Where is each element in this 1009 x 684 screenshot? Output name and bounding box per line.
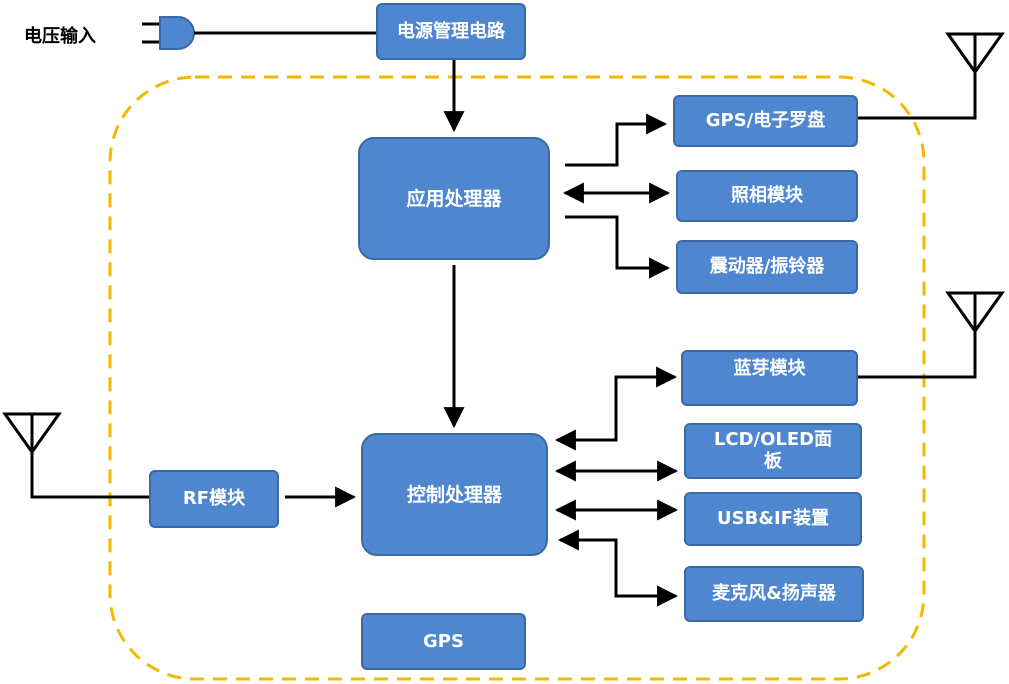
bluetooth-box: 蓝芽模块: [681, 350, 858, 406]
gps-compass-box: GPS/电子罗盘: [673, 95, 858, 147]
app-processor-box: 应用处理器: [358, 137, 550, 260]
antenna-icon: [858, 32, 1005, 120]
gps-box: GPS: [361, 613, 526, 670]
voltage-input-label: 电压输入: [24, 26, 96, 47]
camera-box: 照相模块: [676, 170, 858, 222]
plug-icon: [142, 16, 195, 50]
rf-module-box: RF模块: [149, 470, 279, 528]
usb-if-box: USB&IF装置: [684, 492, 862, 546]
control-processor-box: 控制处理器: [361, 433, 548, 556]
power-management-box: 电源管理电路: [376, 3, 526, 60]
arrow-app-to-vibrator: [565, 215, 671, 279]
antenna-icon: [2, 412, 150, 499]
arrow-control-bluetooth: [554, 366, 678, 451]
lcd-panel-box: LCD/OLED面板: [684, 423, 862, 479]
antenna-icon: [858, 291, 1005, 379]
arrow-control-mic: [557, 529, 679, 607]
arrow-app-to-gps-compass: [565, 113, 668, 167]
mic-speaker-box: 麦克风&扬声器: [684, 566, 864, 622]
vibrator-box: 震动器/振铃器: [676, 240, 858, 294]
